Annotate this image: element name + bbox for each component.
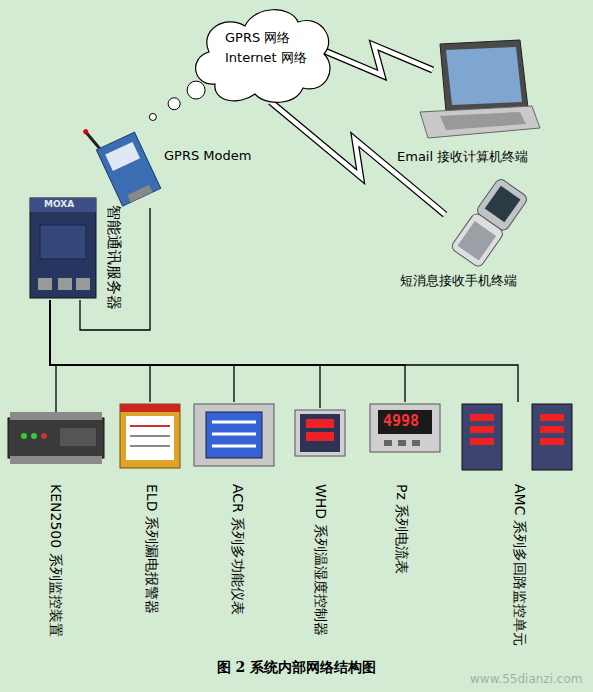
node-label: KEN2500 系列监控装置	[46, 484, 64, 637]
modem-body	[82, 111, 160, 208]
digit-display	[306, 432, 334, 441]
ken-case	[8, 418, 104, 458]
whd-face	[300, 414, 340, 452]
phone-body	[450, 177, 529, 268]
button	[398, 440, 406, 446]
modem-case	[96, 132, 160, 206]
phone-keypad	[458, 221, 497, 260]
digit-display	[470, 426, 494, 433]
terminal-strip	[10, 456, 102, 464]
led	[31, 433, 37, 439]
watermark: www.55dianzi.com	[470, 672, 582, 686]
device-marking: MOXA	[44, 199, 74, 209]
bubble	[149, 113, 156, 120]
screen-line	[130, 445, 170, 447]
node-label: GPRS 网络 Internet 网络	[225, 28, 307, 68]
lightning-link	[323, 45, 433, 75]
digit-display	[540, 438, 564, 445]
server-top	[30, 198, 96, 212]
bolt-fill	[323, 45, 433, 75]
bubble-link	[149, 81, 205, 120]
screen-line	[212, 445, 256, 448]
leakage-alarm: ELD 系列漏电报警器	[118, 402, 182, 470]
bus-line	[50, 300, 518, 402]
node-label: WHD 系列温湿度控制器	[311, 484, 329, 636]
digit-display	[470, 414, 494, 421]
amc-case	[532, 404, 572, 470]
eld-case	[120, 404, 180, 468]
laptop-screen	[446, 47, 522, 105]
ken-panel	[60, 428, 96, 446]
button	[384, 440, 392, 446]
bus-line	[50, 300, 234, 402]
laptop-keyboard	[440, 112, 526, 130]
node-label: ACR 系列多功能仪表	[228, 484, 246, 615]
led	[41, 433, 47, 439]
eld-screen	[126, 416, 174, 460]
acr-case	[194, 404, 274, 466]
phone-terminal: 短消息接收手机终端	[445, 175, 535, 265]
laptop-terminal: Email 接收计算机终端	[425, 40, 535, 140]
button	[412, 440, 420, 446]
bus-line	[50, 300, 56, 412]
amc-case	[462, 404, 502, 470]
bubble	[187, 81, 205, 99]
terminal-strip	[10, 412, 102, 420]
node-label: ELD 系列漏电报警器	[142, 484, 160, 614]
bubble	[168, 98, 180, 110]
bolt-outline	[323, 45, 433, 75]
acr-screen	[206, 412, 262, 458]
phone-screen	[485, 186, 521, 223]
server-case	[30, 198, 96, 298]
bus-line	[50, 300, 405, 402]
multi-meter: ACR 系列多功能仪表	[192, 402, 276, 468]
digit-display	[470, 438, 494, 445]
eld-band	[120, 404, 180, 412]
pz-display	[378, 410, 432, 434]
screen-line	[130, 425, 170, 427]
gprs-modem: GPRS Modem	[98, 128, 160, 208]
cloud-outline	[196, 10, 330, 103]
server-panel	[40, 225, 86, 259]
node-label: 智能通讯服务器	[104, 205, 123, 310]
device-marking: 4998	[383, 412, 419, 430]
server-port	[38, 278, 52, 290]
server-port	[58, 278, 72, 290]
node-label: Email 接收计算机终端	[397, 148, 528, 166]
led	[21, 433, 27, 439]
laptop-base	[420, 106, 540, 138]
server-port	[76, 278, 90, 290]
node-label: 短消息接收手机终端	[400, 272, 517, 290]
modem-panel	[105, 142, 140, 171]
figure-caption: 图 2 系统内部网络结构图	[0, 659, 593, 677]
whd-case	[295, 410, 345, 456]
node-label: GPRS Modem	[164, 148, 251, 163]
screen-line	[212, 421, 256, 424]
humidity-controller: WHD 系列温湿度控制器	[293, 408, 347, 458]
node-label: AMC 系列多回路监控单元	[510, 484, 528, 646]
screen-line	[130, 435, 170, 437]
screen-line	[212, 433, 256, 436]
modem-port	[127, 185, 152, 202]
bus-line	[50, 300, 150, 402]
node-label: Pz 系列电流表	[392, 484, 410, 574]
digit-display	[306, 419, 334, 428]
antenna-tip	[82, 128, 89, 135]
phone-base	[450, 212, 505, 269]
digit-display	[540, 426, 564, 433]
laptop-lid	[440, 40, 528, 112]
monitor-device: KEN2500 系列监控装置	[6, 412, 106, 464]
pz-case	[370, 404, 440, 452]
network-cloud: GPRS 网络 Internet 网络	[185, 2, 335, 107]
bus-line	[50, 300, 320, 408]
multi-loop-unit: AMC 系列多回路监控单元	[458, 402, 578, 472]
digit-display	[540, 414, 564, 421]
comm-server: 智能通讯服务器	[28, 195, 100, 300]
